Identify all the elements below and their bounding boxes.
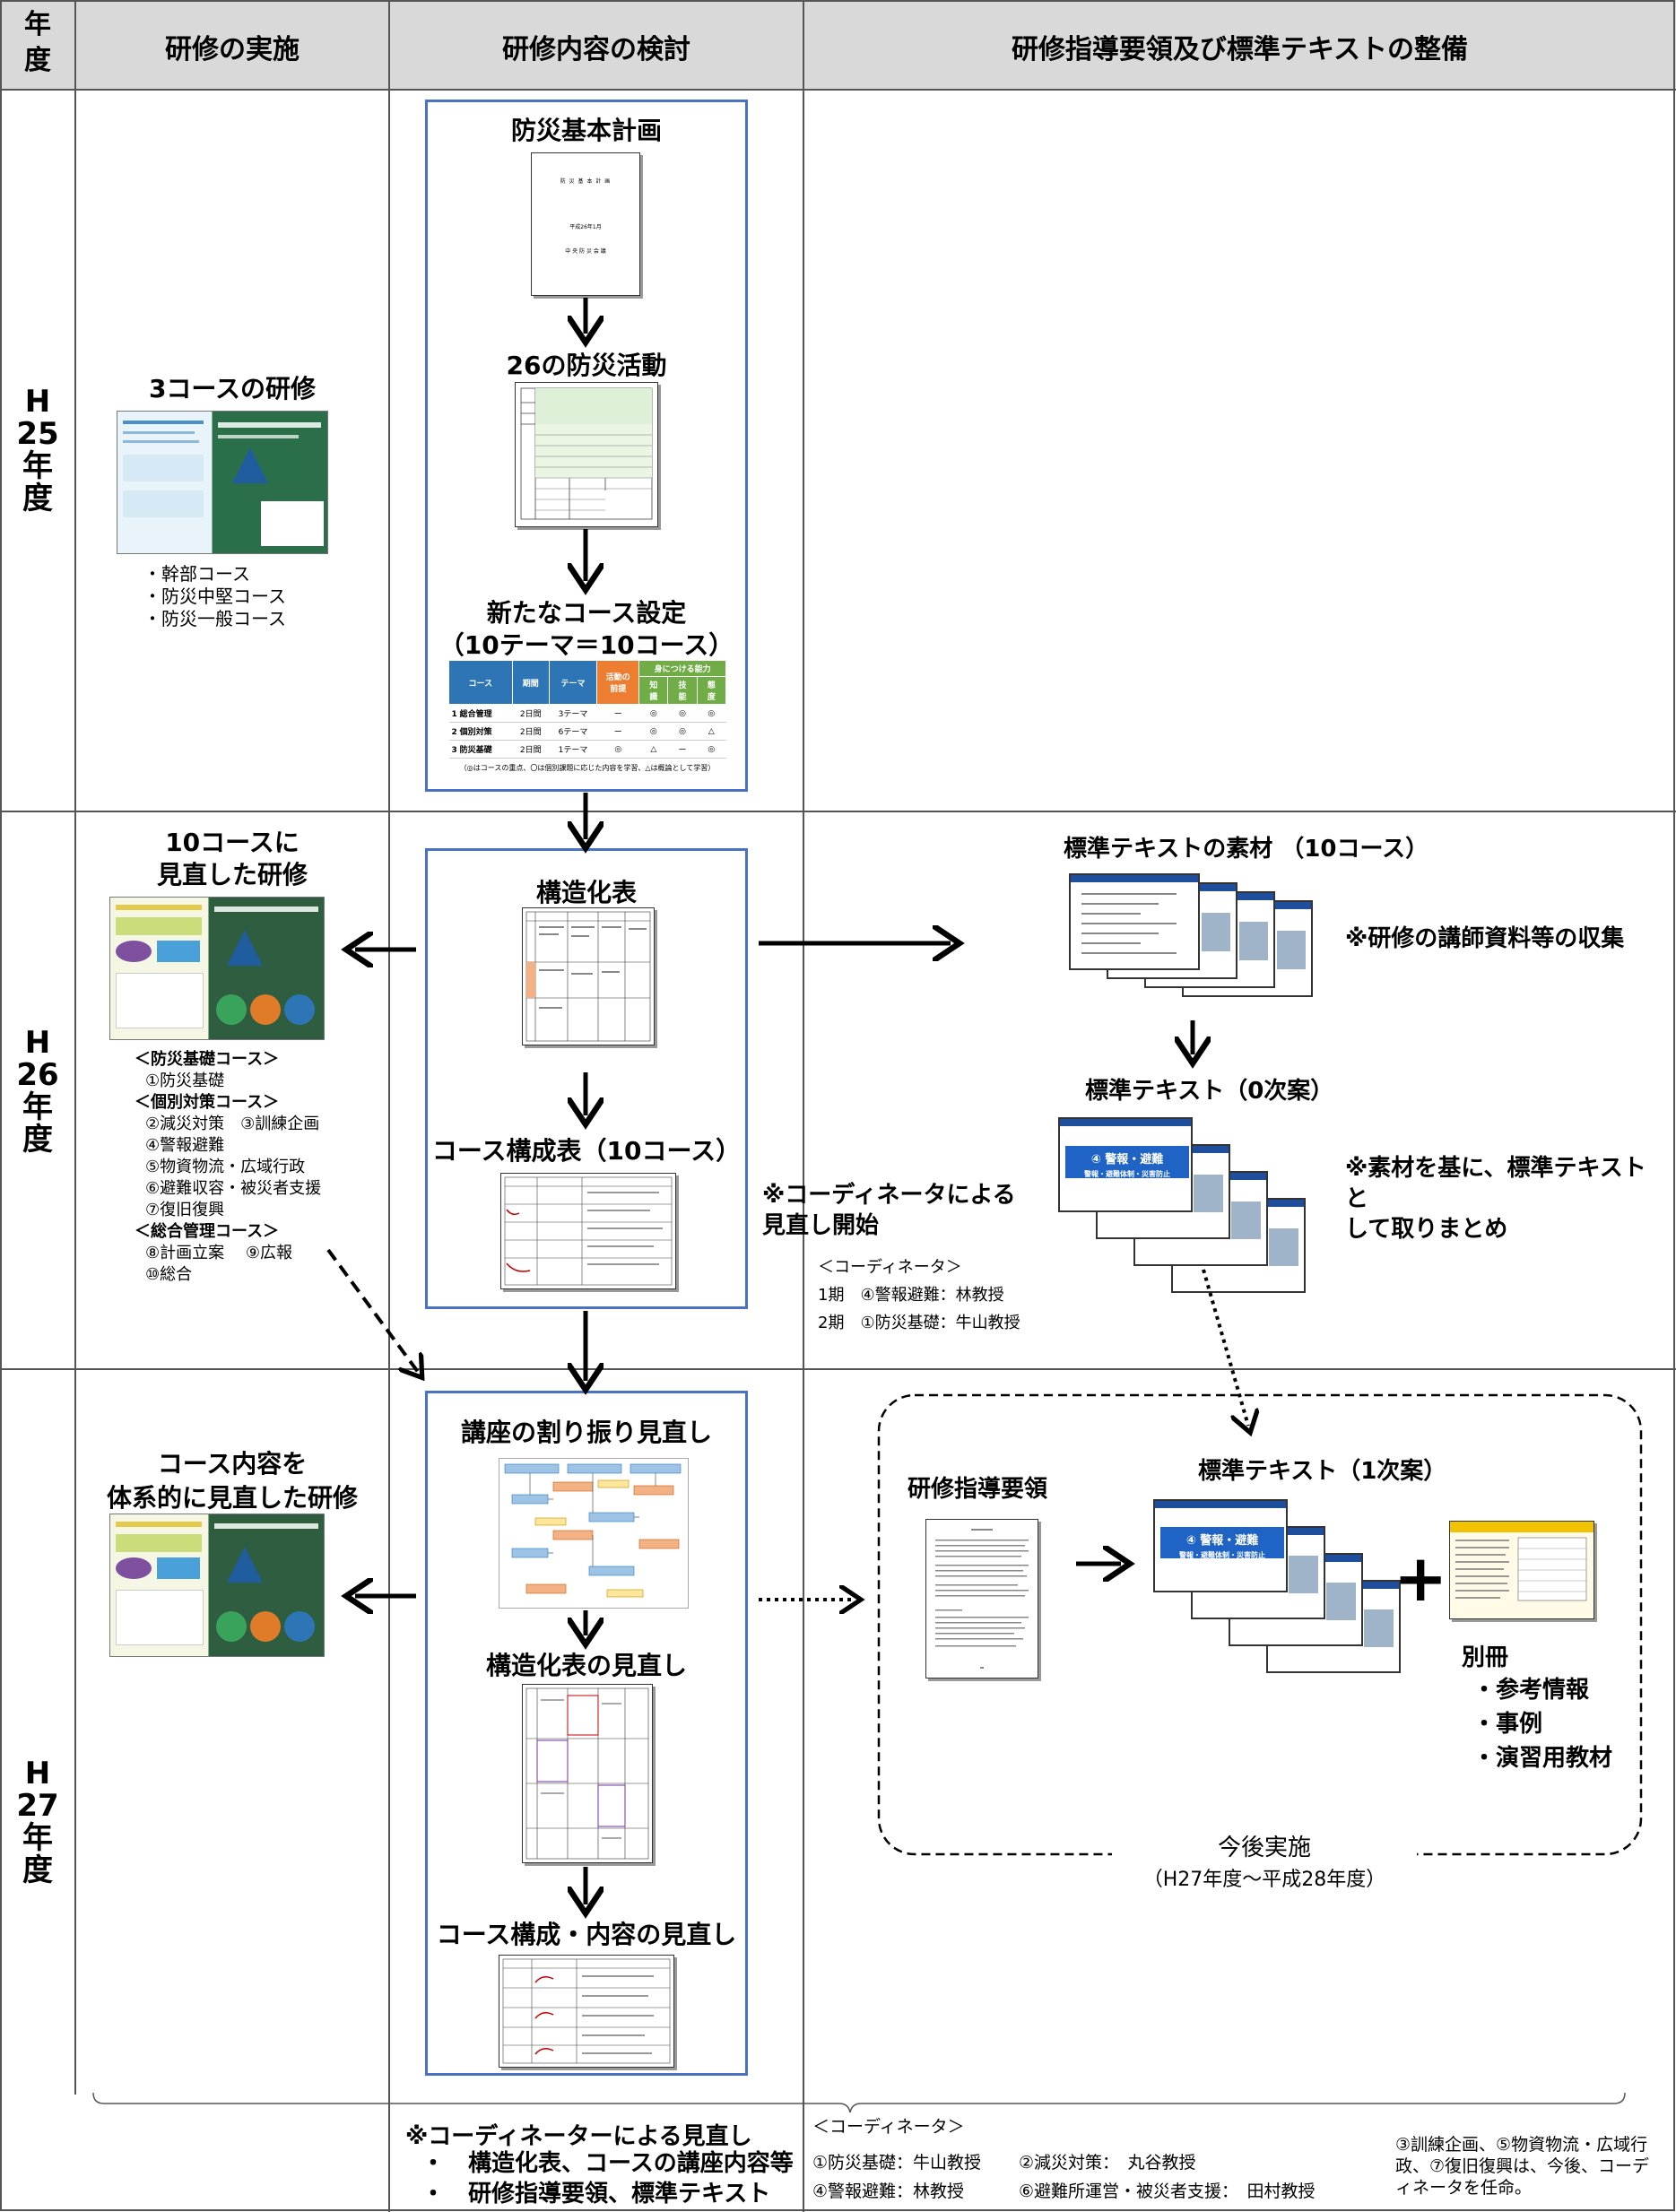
header-text-prep: 研修指導要領及び標準テキストの整備 — [1011, 34, 1469, 65]
year-h26: H 26 年 度 — [16, 1025, 59, 1158]
structure-title: 構造化表 — [535, 878, 637, 907]
course-review-image — [499, 1955, 674, 2068]
future-label-bg — [1112, 1838, 1417, 1865]
activities-table-image — [515, 382, 658, 527]
text0-title: 標準テキスト（0次案） — [1085, 1078, 1334, 1105]
header-year: 年 度 — [24, 9, 51, 76]
h27-training-title: コース内容を 体系的に見直した研修 — [106, 1449, 358, 1513]
appendix-document — [1449, 1521, 1594, 1619]
h25-training-poster — [117, 411, 328, 554]
activities-title: 26の防災活動 — [506, 351, 667, 380]
h25-course-list: ・幹部コース ・防災中堅コース ・防災一般コース — [143, 563, 377, 630]
course-review-title: コース構成・内容の見直し — [436, 1920, 737, 1949]
text0-note: ※素材を基に、標準テキストと して取りまとめ — [1345, 1155, 1646, 1243]
text1-title: 標準テキスト（1次案） — [1198, 1458, 1447, 1485]
material-title: 標準テキストの素材 （10コース） — [1064, 836, 1429, 863]
year-h27: H 27 年 度 — [16, 1756, 59, 1888]
future-label: 今後実施 — [1217, 1835, 1311, 1861]
appendix-list: ・参考情報 ・事例 ・演習用教材 — [1472, 1677, 1613, 1772]
table-note: （◎はコースの重点、〇は個別課題に応じた内容を学習、△は概論として学習） — [459, 764, 716, 772]
course-table-title: コース構成表（10コース） — [431, 1136, 742, 1166]
slide-page: ④ 警報・避難警報・避難体制・災害防止 — [1058, 1117, 1193, 1212]
header-bar — [0, 0, 1676, 90]
arrow-dotted — [1202, 1269, 1248, 1426]
footer-remark: ③訓練企画、⑤物資物流・広域行政、⑦復旧復興は、今後、コーディネータを任命。 — [1395, 2135, 1650, 2198]
plan-document: 防 災 基 本 計 画 平成26年1月 中 央 防 災 会 議 — [531, 152, 640, 296]
structure-review-image — [522, 1684, 653, 1863]
course-setting-title: 新たなコース設定 — [486, 598, 687, 628]
course-item: ・防災一般コース — [143, 608, 286, 629]
h26-course-groups: ＜防災基礎コース＞ ①防災基礎 ＜個別対策コース＞ ②減災対策 ③訓練企画 ④警… — [135, 1050, 322, 1284]
allocation-diagram — [499, 1458, 689, 1609]
guideline-document — [925, 1519, 1038, 1679]
h25-training-title: 3コースの研修 — [148, 374, 317, 403]
year-h25: H 25 年 度 — [16, 384, 59, 516]
header-review: 研修内容の検討 — [502, 34, 690, 65]
h26-coordinator-list: ＜コーディネータ＞ 1期 ④警報避難：林教授 2期 ①防災基礎：牛山教授 — [818, 1258, 1020, 1332]
course-setting-table: コース 期間 テーマ 活動の 前提 身につける能力 知 識 技 能 態 度 1 … — [448, 660, 727, 773]
slide-page — [1069, 873, 1200, 970]
allocation-title: 講座の割り振り見直し — [460, 1418, 712, 1447]
slide-subtitle: 警報・避難体制・災害防止 — [1084, 1170, 1170, 1178]
guideline-title: 研修指導要領 — [907, 1476, 1048, 1503]
slide-title: ④ 警報・避難 — [1185, 1534, 1259, 1548]
coordinator-start-note: ※コーディネータによる 見直し開始 — [762, 1182, 1016, 1239]
slide-page: ④ 警報・避難警報・避難体制・災害防止 — [1153, 1499, 1288, 1592]
plus-icon: + — [1394, 1540, 1448, 1616]
structure-table-image — [522, 907, 655, 1045]
structure-review-title: 構造化表の見直し — [485, 1651, 687, 1680]
h26-training-poster — [109, 897, 325, 1040]
footer-coordinator-head: ＜コーディネータ＞ — [812, 2117, 965, 2137]
future-sublabel: （H27年度～平成28年度） — [1142, 1869, 1386, 1891]
slide-subtitle: 警報・避難体制・災害防止 — [1179, 1551, 1265, 1559]
arrow-dashed — [326, 1248, 418, 1372]
course-setting-subtitle: （10テーマ＝10コース） — [439, 630, 734, 660]
course-item: ・幹部コース — [143, 563, 250, 585]
header-training: 研修の実施 — [165, 34, 300, 65]
course-item: ・防災中堅コース — [143, 586, 286, 607]
footer-review-head: ※コーディネーターによる見直し — [405, 2123, 752, 2150]
plan-title: 防災基本計画 — [510, 116, 662, 145]
footer-brace — [92, 2092, 1626, 2113]
slide-title: ④ 警報・避難 — [1090, 1153, 1164, 1167]
h26-training-title: 10コースに 見直した研修 — [156, 828, 308, 889]
material-note: ※研修の講師資料等の収集 — [1345, 925, 1625, 952]
h27-training-poster — [109, 1514, 325, 1657]
course-table-image — [500, 1173, 676, 1289]
appendix-title: 別冊 — [1462, 1644, 1509, 1671]
footer-review-items: ・ 構造化表、コースの講座内容等 ・ 研修指導要領、標準テキスト — [421, 2150, 794, 2208]
